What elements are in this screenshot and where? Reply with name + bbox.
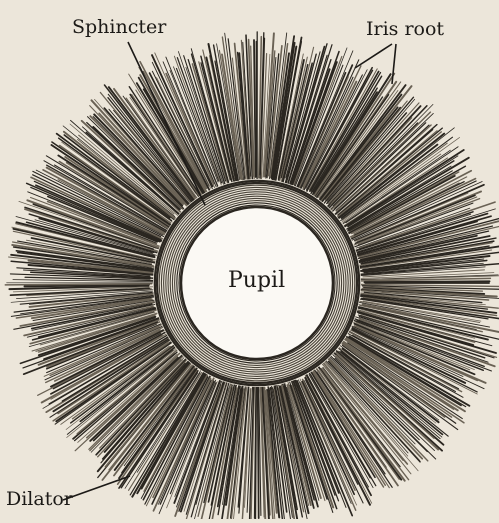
dilator-fiber (365, 281, 490, 282)
pupil-label: Pupil (228, 270, 285, 292)
sphincter-label: Sphincter (72, 18, 166, 37)
iris-root-label: Iris root (366, 20, 444, 39)
iris-root-leader-1 (355, 44, 392, 68)
dilator-fiber (258, 382, 259, 518)
dilator-label: Dilator (6, 490, 73, 509)
iris-root-leader-2 (392, 44, 396, 84)
